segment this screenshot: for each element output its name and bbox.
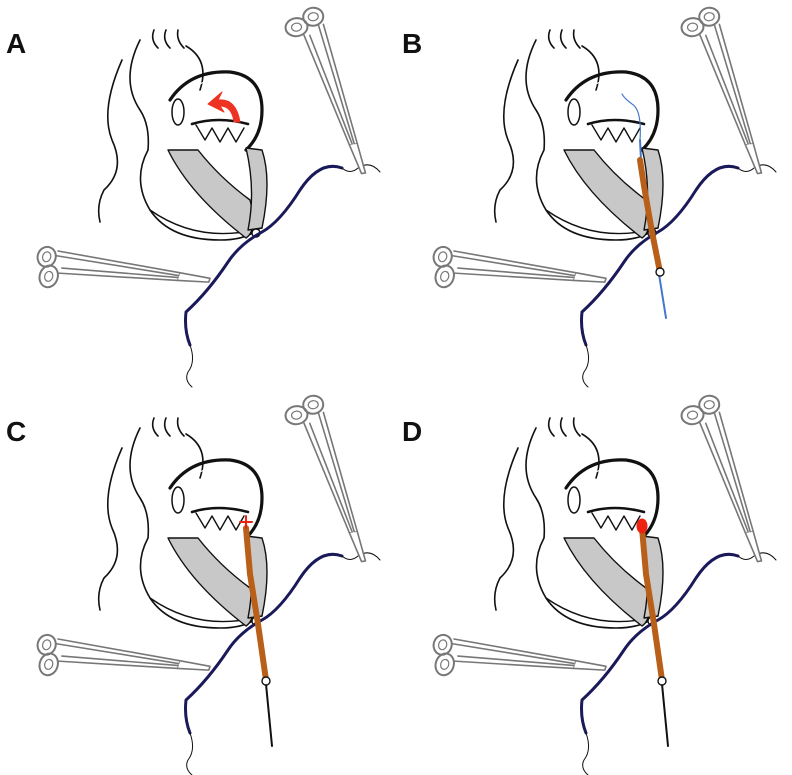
clamp-shank xyxy=(56,623,180,682)
clamp-upper xyxy=(679,392,761,570)
clamp-ring xyxy=(302,394,324,415)
vessel-stump xyxy=(172,99,184,125)
suture-tail xyxy=(187,345,193,387)
clamp-ring xyxy=(698,6,720,27)
clamp-ring xyxy=(284,17,308,38)
clamp-jaw xyxy=(745,143,761,174)
great-vessels xyxy=(153,30,184,48)
heart-illustration-c xyxy=(0,388,396,775)
heart-illustration-a xyxy=(0,0,396,387)
clamp-ring-inner xyxy=(43,658,54,670)
clamp-shank xyxy=(452,235,576,294)
clamp-ring-inner xyxy=(687,22,698,31)
valve-leaflets xyxy=(592,513,640,530)
great-vessels xyxy=(549,30,580,48)
clamp-lower xyxy=(425,613,606,722)
panel-b: B xyxy=(396,0,792,387)
clamp-jaw xyxy=(745,531,761,562)
sheath-hub xyxy=(656,268,664,276)
suture-tail xyxy=(583,345,589,387)
clamp-ring-inner xyxy=(439,658,450,670)
clamp-ring-inner xyxy=(439,270,450,282)
valve-leaflets xyxy=(592,125,640,142)
delivery-cable xyxy=(662,684,668,746)
delivery-cable xyxy=(266,684,272,746)
clamp-ring xyxy=(698,394,720,415)
clamp-ring xyxy=(302,6,324,27)
vessel-stump xyxy=(568,487,580,513)
clamp-ring-inner xyxy=(687,410,698,419)
clamp-upper xyxy=(283,4,365,182)
clamp-lower xyxy=(29,613,210,722)
clamp-shank xyxy=(56,235,180,294)
clamp-upper xyxy=(679,4,761,182)
septum xyxy=(168,538,253,626)
occluder-device xyxy=(637,519,647,533)
panel-a: A xyxy=(0,0,396,387)
clamp-ring-inner xyxy=(43,270,54,282)
clamp-ring-inner xyxy=(704,12,715,21)
clamp-jaw xyxy=(349,531,365,562)
clamp-ring-inner xyxy=(308,400,319,409)
flow-arrow xyxy=(208,92,240,122)
clamp-ring xyxy=(680,17,704,38)
body-contour xyxy=(495,60,518,222)
clamp-ring-inner xyxy=(291,410,302,419)
valve-annulus xyxy=(588,508,644,512)
clamp-shank xyxy=(58,630,179,697)
body-contour xyxy=(99,60,122,222)
clamp-ring-inner xyxy=(704,400,715,409)
clamp-ring-inner xyxy=(437,251,448,263)
clamp-shank xyxy=(58,242,179,309)
clamp-jaw xyxy=(349,143,365,174)
valve-annulus xyxy=(192,508,248,512)
panel-d: D xyxy=(396,388,792,775)
heart-illustration-d xyxy=(396,388,792,775)
clamp-shank xyxy=(454,630,575,697)
sheath-hub xyxy=(262,677,270,685)
valve-leaflets xyxy=(196,125,244,142)
clamp-jaw xyxy=(574,269,606,290)
clamp-shank xyxy=(454,242,575,309)
clamp-ring-inner xyxy=(308,12,319,21)
body-contour xyxy=(99,448,122,610)
clamp-ring-inner xyxy=(291,22,302,31)
clamp-ring-inner xyxy=(437,639,448,651)
great-vessels xyxy=(549,418,580,436)
occluder-device xyxy=(240,516,252,528)
clamp-shank xyxy=(452,623,576,682)
sheath-hub xyxy=(658,677,666,685)
body-contour xyxy=(495,448,518,610)
septum xyxy=(564,538,649,626)
heart-illustration-b xyxy=(396,0,792,387)
great-vessels xyxy=(153,418,184,436)
valve-annulus xyxy=(588,120,644,124)
clamp-jaw xyxy=(178,269,210,290)
suture-tail xyxy=(187,733,193,775)
clamp-ring-inner xyxy=(41,639,52,651)
clamp-jaw xyxy=(574,657,606,678)
vessel-stump xyxy=(172,487,184,513)
clamp-ring-inner xyxy=(41,251,52,263)
clamp-upper xyxy=(283,392,365,570)
clamp-lower xyxy=(425,225,606,334)
clamp-jaw xyxy=(178,657,210,678)
septum xyxy=(564,150,649,238)
suture-tail xyxy=(583,733,589,775)
panel-c: C xyxy=(0,388,396,775)
clamp-ring xyxy=(680,405,704,426)
clamp-lower xyxy=(29,225,210,334)
vessel-stump xyxy=(568,99,580,125)
clamp-ring xyxy=(284,405,308,426)
septum xyxy=(168,150,253,238)
valve-leaflets xyxy=(196,513,244,530)
